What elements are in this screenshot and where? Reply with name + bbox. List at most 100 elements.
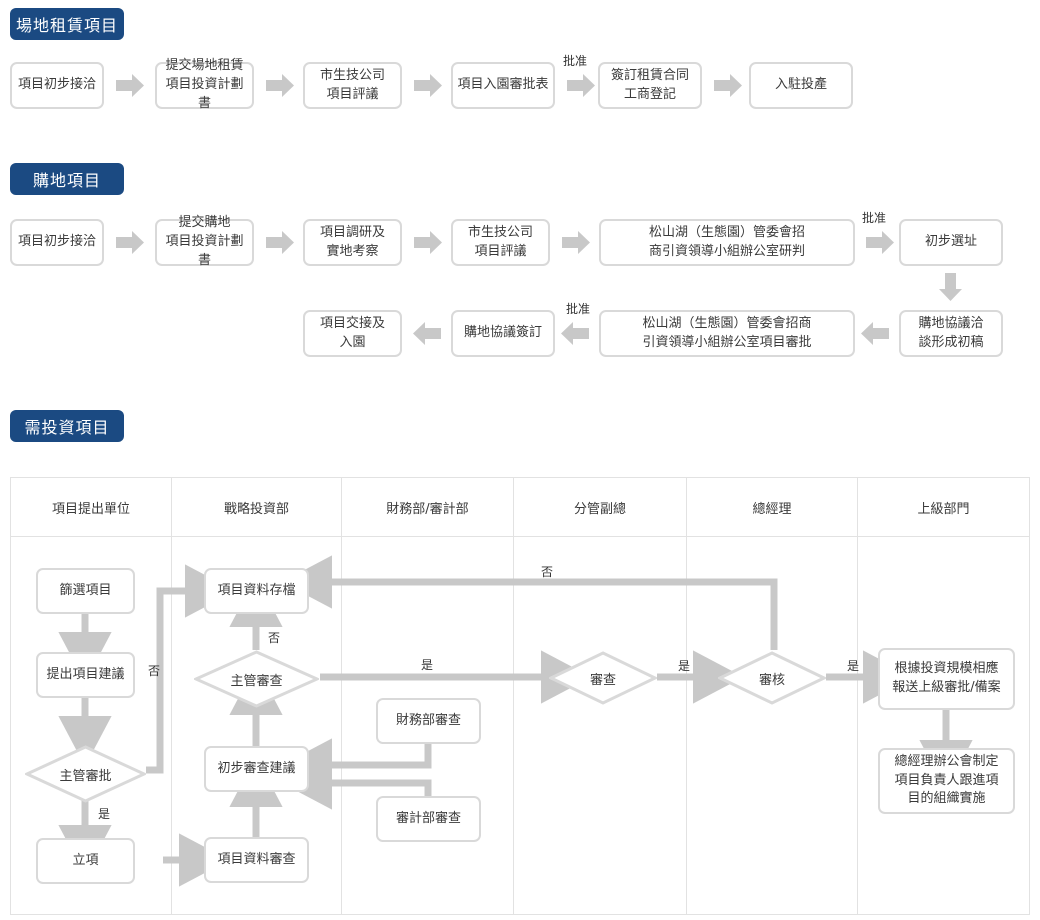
step-line: 入園 (339, 334, 366, 350)
step-box: 簽訂租賃合同 工商登記 (598, 62, 702, 109)
step-line: 項目交接及 (319, 315, 385, 331)
node-verification: 審核 (718, 651, 826, 705)
node-label: 審核 (758, 672, 785, 688)
diamond-shape (25, 745, 146, 803)
node-label: 總經理辦公會制定 (894, 753, 999, 769)
step-line: 談形成初稿 (918, 334, 984, 350)
step-line: 提交購地 (178, 215, 231, 231)
step-box: 入駐投產 (749, 62, 853, 109)
node-screen-projects: 篩選項目 (36, 568, 135, 614)
connector-label-approve: 批准 (566, 302, 591, 316)
step-box: 項目初步接洽 (10, 62, 104, 109)
edge-label-no-review: 否 (268, 631, 281, 645)
node-label: 主管審批 (59, 768, 112, 784)
step-box: 購地協議洽 談形成初稿 (899, 310, 1003, 357)
step-line: 項目評議 (474, 243, 527, 259)
step-line: 項目投資計劃書 (165, 234, 244, 268)
node-label: 項目資料存檔 (217, 582, 296, 598)
step-box: 項目初步接洽 (10, 219, 104, 266)
section-badge-land-purchase: 購地項目 (10, 163, 124, 195)
node-finance-review: 財務部審查 (376, 698, 481, 744)
step-line: 入駐投產 (774, 77, 827, 93)
node-report-to-superior: 根據投資規模相應 報送上級審批/備案 (878, 648, 1015, 710)
node-label: 根據投資規模相應 (894, 661, 999, 677)
step-line: 購地協議簽訂 (463, 325, 542, 341)
diamond-shape (194, 650, 319, 708)
step-line: 工商登記 (623, 86, 676, 102)
step-box: 松山湖（生態園）管委會招 商引資領導小組辦公室研判 (599, 219, 855, 266)
node-audit-review: 審計部審查 (376, 796, 481, 842)
node-label: 初步審查建議 (217, 760, 296, 776)
step-line: 實地考察 (326, 243, 379, 259)
node-document-review: 項目資料審查 (204, 837, 309, 883)
step-line: 項目投資計劃書 (165, 77, 244, 111)
lane-title: 戰略投資部 (223, 501, 289, 517)
connector-label-approve: 批准 (563, 54, 588, 68)
node-label: 審計部審查 (395, 810, 461, 826)
node-label: 項目負責人跟進項 (894, 772, 999, 788)
step-box: 初步選址 (899, 219, 1003, 266)
diamond-shape (718, 651, 826, 705)
lane-title: 上級部門 (917, 501, 970, 517)
diamond-shape (549, 651, 657, 705)
step-box: 購地協議簽訂 (451, 310, 555, 357)
step-box: 項目交接及 入園 (303, 310, 402, 357)
node-label: 財務部審查 (395, 712, 461, 728)
edge-label-yes-mid: 是 (421, 658, 434, 672)
edge-label-no-top: 否 (541, 565, 554, 579)
step-box: 提交購地 項目投資計劃書 (155, 215, 254, 268)
node-label: 目的組織實施 (907, 791, 986, 807)
node-label: 審查 (589, 672, 616, 688)
node-gm-office-implementation: 總經理辦公會制定 項目負責人跟進項 目的組織實施 (878, 748, 1015, 814)
edge-label-yes-verify: 是 (847, 659, 860, 673)
lane-header-cell: 財務部/審計部 (342, 478, 514, 536)
section-badge-site-lease: 場地租賃項目 (10, 8, 124, 40)
node-preliminary-advice: 初步審查建議 (204, 746, 309, 792)
step-box: 松山湖（生態園）管委會招商 引資領導小組辦公室項目審批 (599, 310, 855, 357)
step-box: 市生技公司 項目評議 (303, 62, 402, 109)
lane-body-column (858, 537, 1029, 914)
step-line: 市生技公司 (467, 224, 533, 240)
step-line: 市生技公司 (319, 67, 385, 83)
node-supervisor-review: 主管審查 (194, 650, 319, 708)
step-line: 項目調研及 (319, 224, 385, 240)
step-box: 項目調研及 實地考察 (303, 219, 402, 266)
step-line: 項目評議 (326, 86, 379, 102)
lane-body-column (514, 537, 687, 914)
step-line: 項目初步接洽 (17, 234, 96, 250)
step-line: 簽訂租賃合同 (610, 67, 689, 83)
step-box: 提交場地租賃 項目投資計劃書 (155, 58, 254, 111)
lane-body-column (342, 537, 514, 914)
lane-title: 項目提出單位 (51, 501, 130, 517)
edge-label-yes-examine: 是 (678, 659, 691, 673)
step-line: 項目初步接洽 (17, 77, 96, 93)
step-line: 提交場地租賃 (165, 58, 244, 74)
lane-header-cell: 分管副總 (514, 478, 687, 536)
node-propose-project: 提出項目建議 (36, 652, 135, 698)
node-examination: 審查 (549, 651, 657, 705)
step-line: 初步選址 (924, 234, 977, 250)
lane-body-column (687, 537, 858, 914)
lane-body-column (172, 537, 342, 914)
node-label: 主管審查 (230, 673, 283, 689)
edge-label-yes-left: 是 (98, 807, 111, 821)
lane-title: 財務部/審計部 (386, 501, 469, 517)
lane-header-cell: 總經理 (687, 478, 858, 536)
step-box: 項目入園審批表 (451, 62, 555, 109)
step-box: 市生技公司 項目評議 (451, 219, 550, 266)
node-label: 項目資料審查 (217, 851, 296, 867)
step-line: 購地協議洽 (918, 315, 984, 331)
node-archive-documents: 項目資料存檔 (204, 568, 309, 614)
lane-header-cell: 戰略投資部 (172, 478, 342, 536)
step-line: 松山湖（生態園）管委會招 (648, 224, 805, 240)
lane-header-divider (10, 536, 1030, 537)
step-line: 引資領導小組辦公室項目審批 (642, 334, 812, 350)
lane-title: 分管副總 (573, 501, 626, 517)
lane-header-cell: 上級部門 (858, 478, 1029, 536)
node-supervisor-approval: 主管審批 (25, 745, 146, 803)
section-badge-investment: 需投資項目 (10, 410, 124, 442)
node-label: 立項 (72, 852, 99, 868)
connector-label-approve: 批准 (862, 211, 887, 225)
node-label: 篩選項目 (59, 582, 112, 598)
